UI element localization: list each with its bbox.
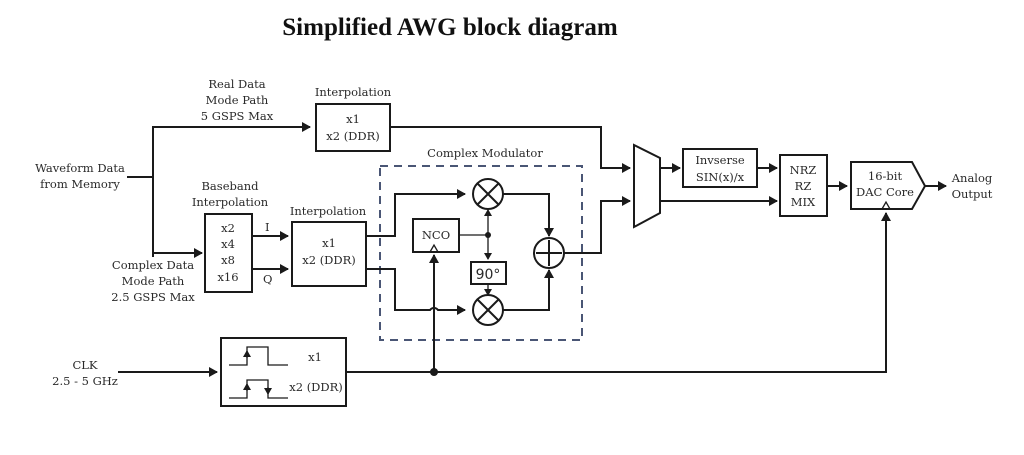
wire-mixer-i-to-sum: [503, 193, 554, 237]
svg-text:x16: x16: [217, 270, 238, 284]
nco-block: NCO: [412, 218, 460, 253]
svg-text:Baseband: Baseband: [201, 179, 259, 193]
svg-text:x8: x8: [221, 253, 235, 267]
signal-q-label: Q: [263, 272, 272, 286]
svg-text:x2 (DDR): x2 (DDR): [302, 253, 356, 267]
waveform-data-label: Waveform Data from Memory: [35, 161, 125, 191]
wire-complex-path: [152, 193, 203, 258]
svg-text:Waveform Data: Waveform Data: [35, 161, 125, 175]
wire-sum-to-mux: [564, 196, 631, 254]
svg-text:DAC Core: DAC Core: [856, 185, 914, 199]
wire-clk-out: [346, 212, 891, 373]
svg-text:RZ: RZ: [795, 179, 812, 193]
svg-text:x4: x4: [221, 237, 235, 251]
svg-text:from Memory: from Memory: [40, 177, 120, 191]
interpolation-complex-block: x1 x2 (DDR): [291, 221, 367, 287]
svg-text:Mode Path: Mode Path: [122, 274, 185, 288]
phase-shift-block: 90°: [470, 261, 507, 285]
baseband-interpolation-block: x2 x4 x8 x16: [204, 213, 253, 293]
interp-real-title: Interpolation: [315, 85, 392, 99]
svg-text:16-bit: 16-bit: [868, 169, 903, 183]
nrz-rz-mix-block: NRZ RZ MIX: [779, 154, 828, 217]
svg-text:CLK: CLK: [72, 358, 97, 372]
svg-text:NCO: NCO: [422, 228, 450, 242]
real-path-label: Real Data Mode Path 5 GSPS Max: [201, 77, 274, 123]
svg-text:Invserse: Invserse: [695, 153, 745, 167]
svg-text:Analog: Analog: [951, 171, 993, 185]
multiplexer: [633, 143, 661, 229]
signal-i-label: I: [265, 220, 270, 234]
svg-text:x1: x1: [322, 236, 336, 250]
svg-text:Complex Data: Complex Data: [112, 258, 194, 272]
svg-text:5 GSPS Max: 5 GSPS Max: [201, 109, 274, 123]
svg-text:Interpolation: Interpolation: [192, 195, 269, 209]
clock-block: x1 x2 (DDR): [220, 337, 347, 407]
analog-output-label: Analog Output: [951, 171, 993, 201]
svg-text:x2: x2: [221, 221, 235, 235]
dac-core-block: 16-bit DAC Core: [850, 161, 927, 210]
svg-text:Real Data: Real Data: [208, 77, 265, 91]
svg-text:90°: 90°: [476, 267, 501, 283]
interp-complex-title: Interpolation: [290, 204, 367, 218]
complex-modulator-title: Complex Modulator: [427, 146, 543, 160]
interpolation-real-block: x1 x2 (DDR): [315, 103, 391, 152]
diagram-title: Simplified AWG block diagram: [282, 14, 618, 41]
wire-q-to-mixer: [366, 268, 466, 315]
svg-text:Output: Output: [952, 187, 993, 201]
svg-text:SIN(x)/x: SIN(x)/x: [696, 170, 745, 184]
complex-modulator-region: [379, 165, 583, 341]
svg-text:x2 (DDR): x2 (DDR): [326, 129, 380, 143]
mixer-i-icon: [472, 178, 504, 210]
svg-text:2.5 - 5 GHz: 2.5 - 5 GHz: [52, 374, 118, 388]
mixer-q-icon: [472, 294, 504, 326]
wire-real-to-mux: [390, 126, 631, 173]
summer-icon: [533, 237, 565, 269]
clk-label: CLK 2.5 - 5 GHz: [52, 358, 118, 388]
wire-i-to-mixer: [366, 189, 466, 237]
wire-mixer-q-to-sum: [503, 269, 554, 311]
svg-text:MIX: MIX: [791, 195, 816, 209]
svg-text:2.5 GSPS Max: 2.5 GSPS Max: [111, 290, 195, 304]
inverse-sinc-block: Invserse SIN(x)/x: [682, 148, 758, 188]
svg-text:x1: x1: [346, 112, 360, 126]
complex-path-label: Complex Data Mode Path 2.5 GSPS Max: [111, 258, 195, 304]
svg-text:NRZ: NRZ: [790, 163, 817, 177]
svg-text:x2 (DDR): x2 (DDR): [289, 380, 343, 394]
baseband-title: Baseband Interpolation: [192, 179, 269, 209]
svg-text:Mode Path: Mode Path: [206, 93, 269, 107]
svg-text:x1: x1: [308, 350, 322, 364]
